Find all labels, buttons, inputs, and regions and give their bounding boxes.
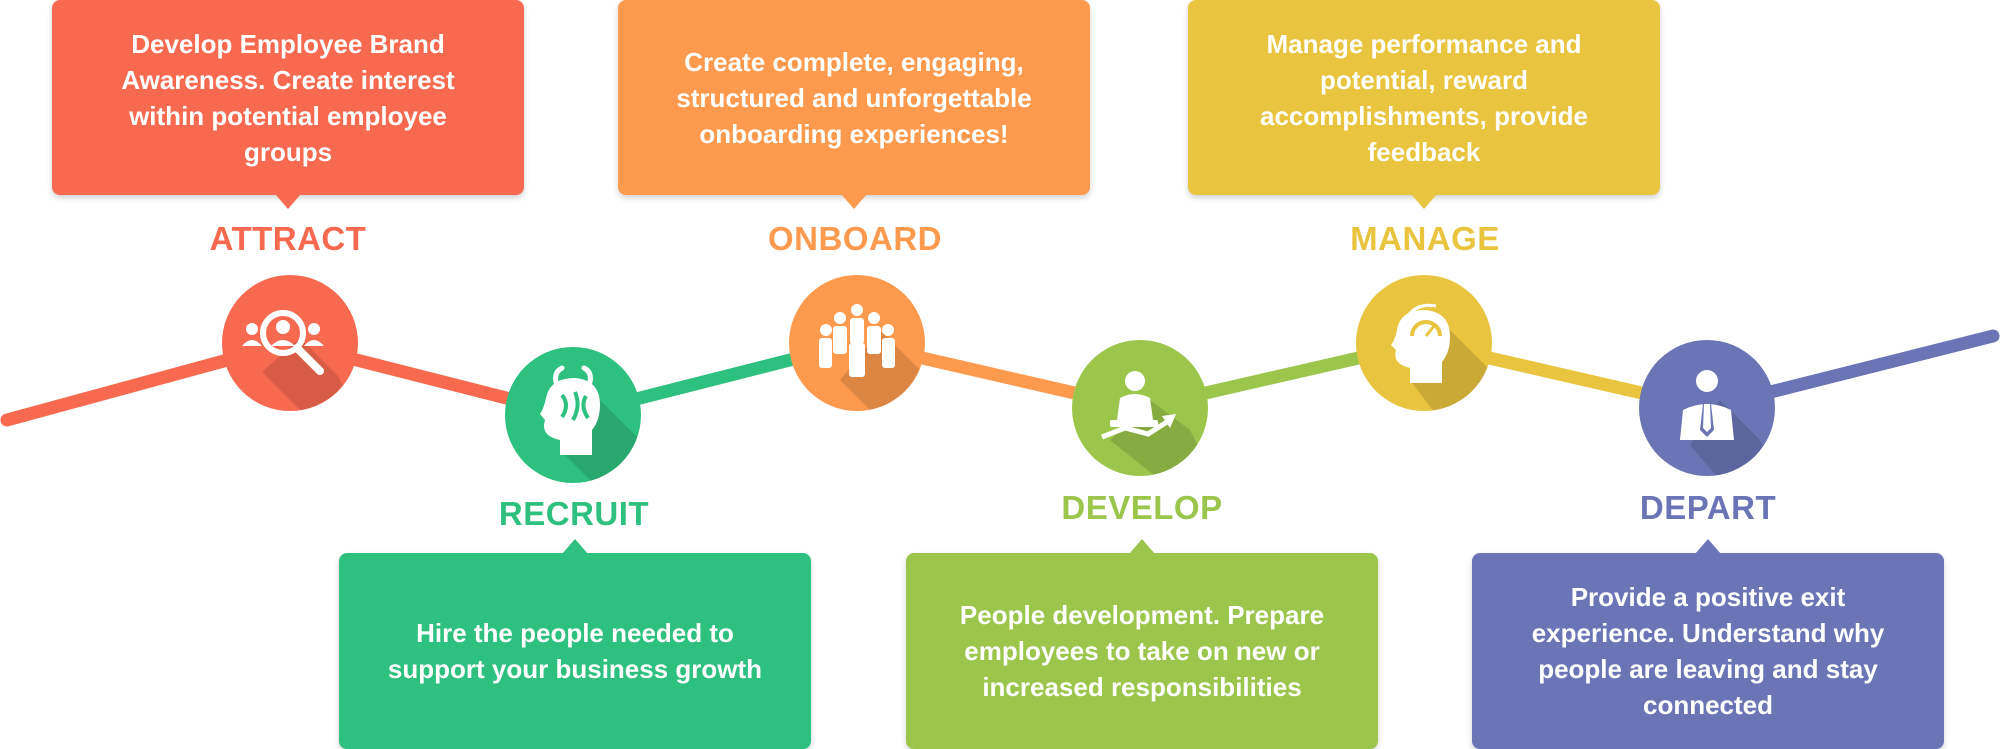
description-box-manage: Manage performance and potential, reward…	[1188, 0, 1660, 209]
stage-label-develop: DEVELOP	[1061, 489, 1223, 526]
description-text-develop: People development. Prepare employees to…	[959, 600, 1325, 702]
description-text-attract: Develop Employee Brand Awareness. Create…	[121, 28, 455, 167]
callout-pointer	[841, 194, 867, 209]
description-text-recruit: Hire the people needed to support your b…	[387, 618, 763, 684]
node-onboard	[789, 275, 925, 411]
magnifier-person-icon	[242, 310, 324, 375]
callout-pointer	[1695, 539, 1721, 554]
callout-pointer	[1411, 194, 1437, 209]
stage-label-depart: DEPART	[1639, 489, 1777, 526]
description-text-onboard: Create complete, engaging, structured an…	[676, 46, 1032, 149]
stage-label-manage: MANAGE	[1350, 220, 1500, 257]
node-manage	[1356, 275, 1492, 411]
stage-label-onboard: ONBOARD	[768, 220, 942, 257]
node-develop	[1072, 340, 1208, 476]
node-recruit	[505, 347, 641, 483]
callout-pointer	[1129, 539, 1155, 554]
description-box-depart: Provide a positive exit experience. Unde…	[1472, 539, 1944, 749]
head-brain-icon	[540, 365, 600, 455]
description-text-depart: Provide a positive exit experience. Unde…	[1531, 582, 1885, 720]
stage-label-recruit: RECRUIT	[498, 495, 650, 532]
description-box-develop: People development. Prepare employees to…	[906, 539, 1378, 749]
person-growth-arrow-icon	[1101, 371, 1176, 440]
stage-label-attract: ATTRACT	[209, 220, 367, 257]
head-gauge-icon	[1391, 303, 1450, 383]
node-attract	[222, 275, 358, 411]
callout-pointer	[562, 539, 588, 554]
businessman-icon	[1680, 370, 1734, 440]
node-depart	[1639, 340, 1775, 476]
description-box-recruit: Hire the people needed to support your b…	[339, 539, 811, 749]
group-people-icon	[819, 304, 895, 377]
description-box-onboard: Create complete, engaging, structured an…	[618, 0, 1090, 209]
callout-pointer	[275, 194, 301, 209]
description-text-manage: Manage performance and potential, reward…	[1260, 28, 1588, 167]
description-box-attract: Develop Employee Brand Awareness. Create…	[52, 0, 524, 209]
